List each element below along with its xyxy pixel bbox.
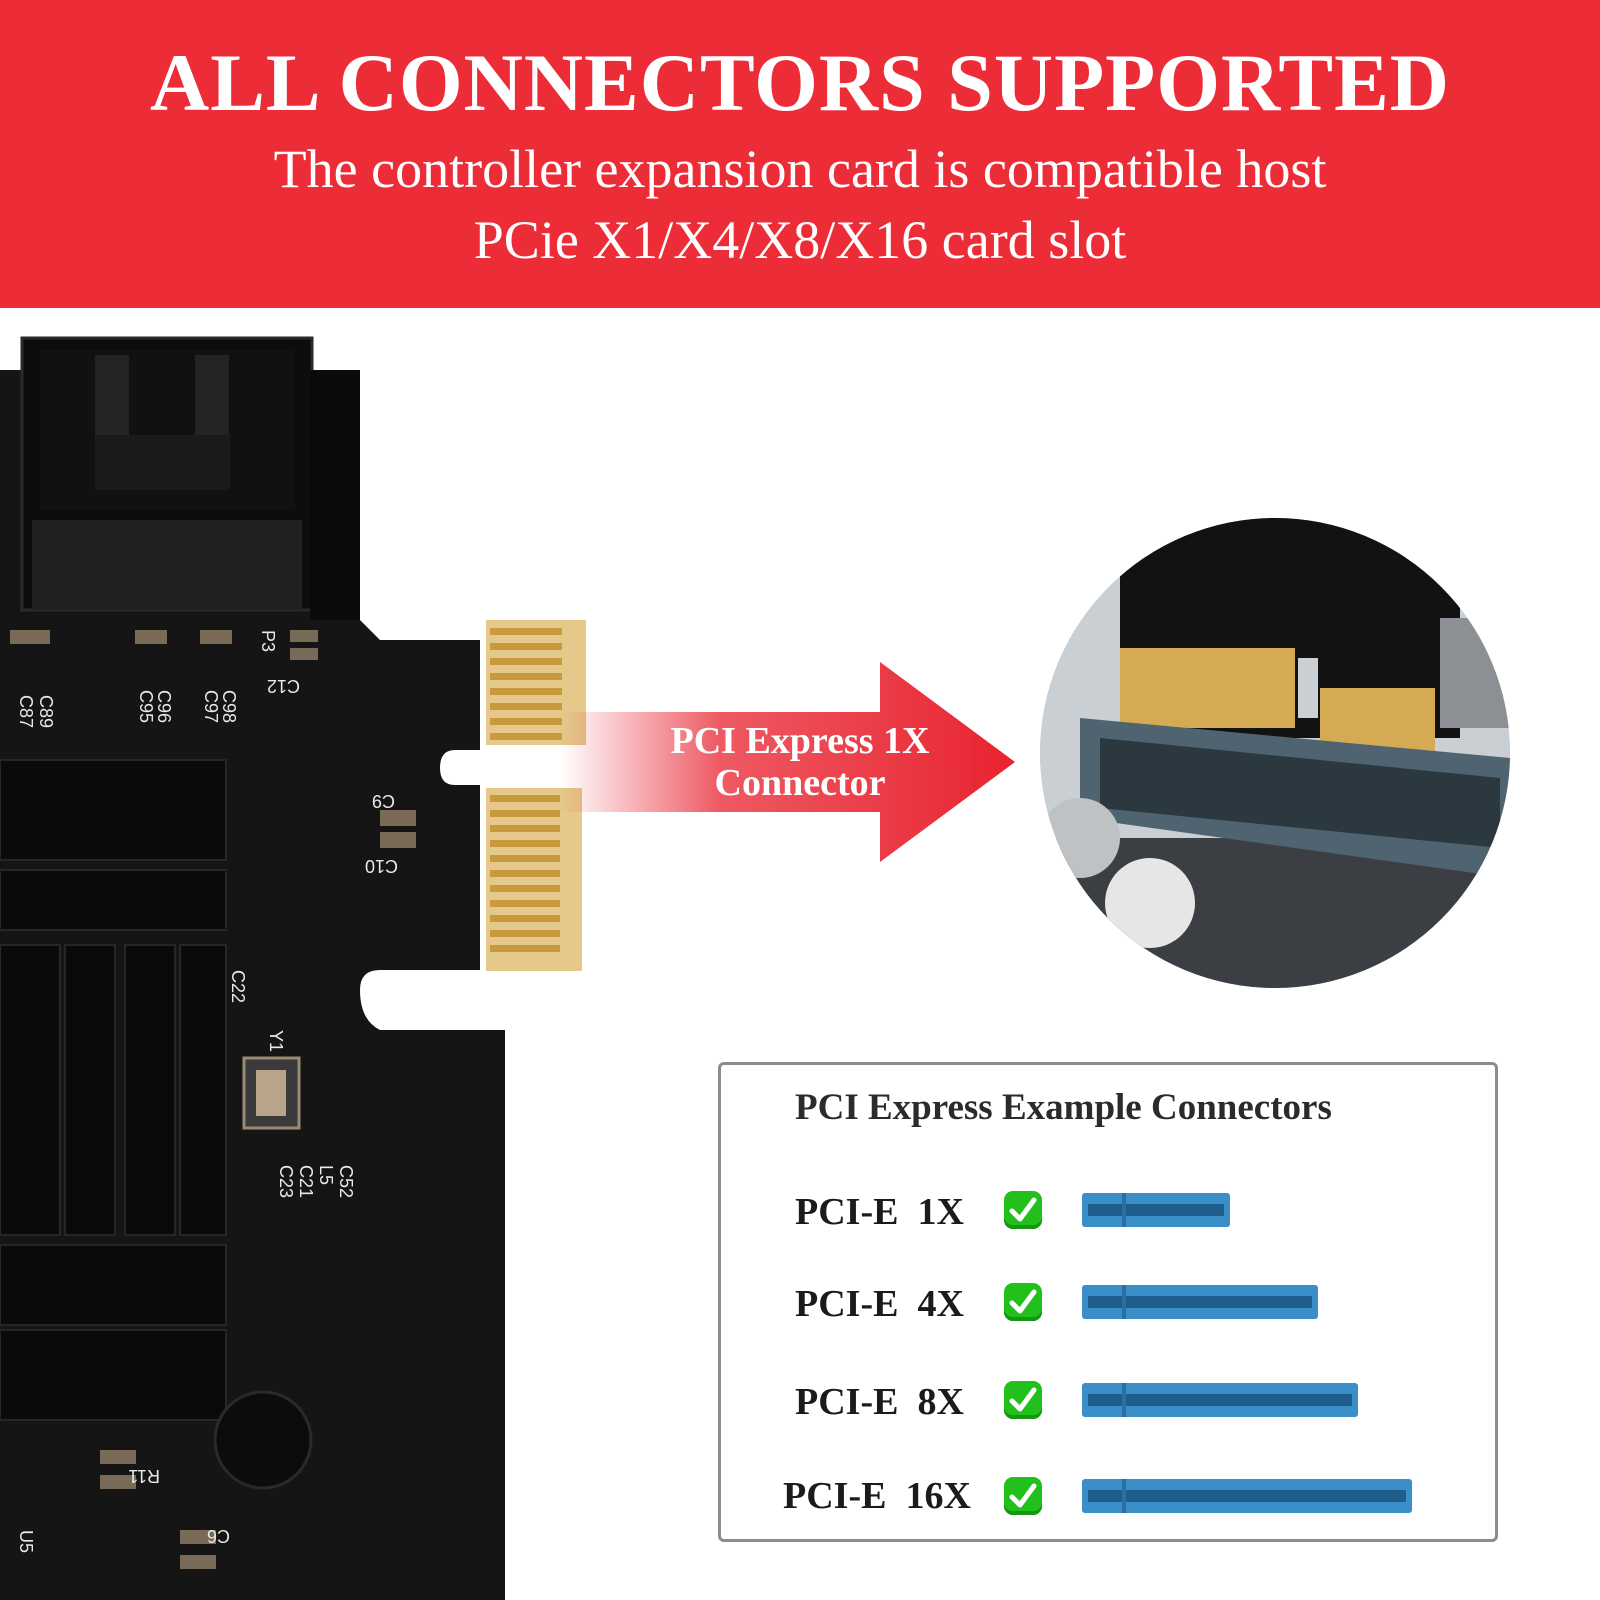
svg-text:C23: C23	[276, 1165, 296, 1198]
table-title: PCI Express Example Connectors	[795, 1087, 1332, 1128]
row-label-1x: PCI-E 1X	[795, 1191, 964, 1233]
svg-text:C89: C89	[36, 695, 56, 728]
svg-text:C22: C22	[228, 970, 248, 1003]
svg-text:L5: L5	[316, 1165, 336, 1185]
svg-text:C87: C87	[16, 695, 36, 728]
expansion-card-image: C87 C89 C95 C96 C97 C98 P3 C12 C9 C10 C2…	[0, 336, 586, 1600]
pcie-x1-slot-icon	[1082, 1193, 1230, 1227]
header-banner: ALL CONNECTORS SUPPORTED The controller …	[0, 0, 1600, 308]
svg-text:P3: P3	[258, 630, 278, 652]
arrow-label-line2: Connector	[714, 762, 886, 804]
arrow-label-line1: PCI Express 1X	[670, 720, 930, 762]
check-icon	[1004, 1191, 1042, 1229]
banner-subtitle-line2: PCie X1/X4/X8/X16 card slot	[473, 210, 1127, 270]
check-icon	[1004, 1381, 1042, 1419]
svg-text:C12: C12	[267, 676, 300, 696]
svg-text:C10: C10	[365, 856, 398, 876]
check-icon	[1004, 1477, 1042, 1515]
svg-text:C98: C98	[219, 690, 239, 723]
pcie-x16-slot-icon	[1082, 1479, 1412, 1513]
banner-subtitle-line1: The controller expansion card is compati…	[273, 139, 1327, 199]
svg-text:C97: C97	[201, 690, 221, 723]
pcie-x4-slot-icon	[1082, 1285, 1318, 1319]
zoomed-slot-image	[1040, 518, 1510, 988]
svg-text:C9: C9	[372, 791, 395, 811]
svg-text:C6: C6	[207, 1526, 230, 1546]
pcie-x8-slot-icon	[1082, 1383, 1358, 1417]
svg-text:U5: U5	[16, 1530, 36, 1553]
svg-text:C95: C95	[136, 690, 156, 723]
svg-text:R11: R11	[128, 1466, 160, 1486]
check-icon	[1004, 1283, 1042, 1321]
row-label-16x: PCI-E 16X	[783, 1475, 971, 1517]
arrow-label: PCI Express 1X Connector	[600, 720, 1000, 804]
banner-title: ALL CONNECTORS SUPPORTED	[150, 37, 1450, 128]
arrow-shape	[560, 662, 1015, 862]
svg-text:C52: C52	[336, 1165, 356, 1198]
svg-text:Y1: Y1	[266, 1030, 286, 1052]
row-label-8x: PCI-E 8X	[795, 1381, 964, 1423]
svg-text:C96: C96	[154, 690, 174, 723]
svg-text:C21: C21	[296, 1165, 316, 1198]
row-label-4x: PCI-E 4X	[795, 1283, 964, 1325]
